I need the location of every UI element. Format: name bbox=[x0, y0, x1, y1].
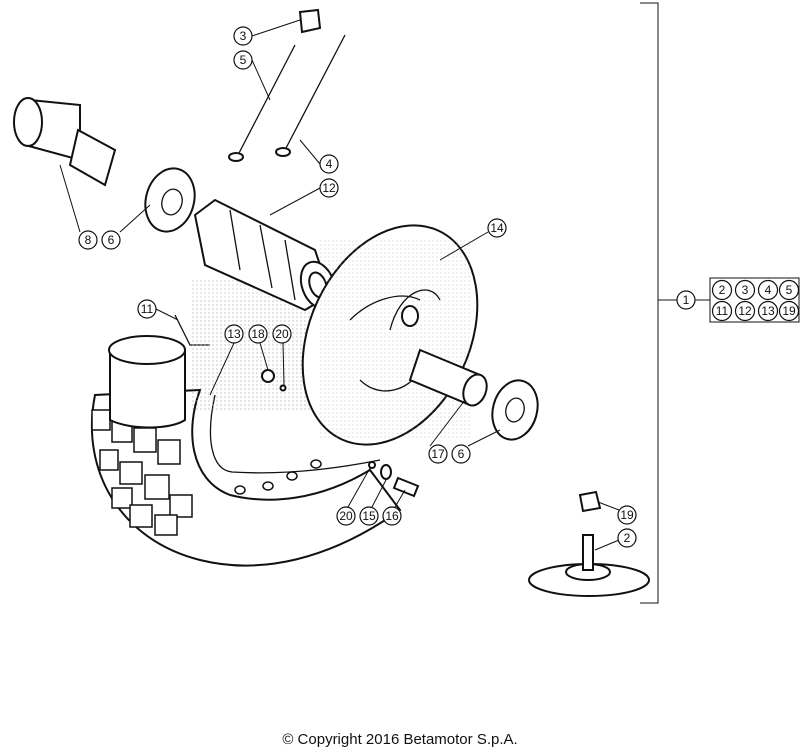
svg-text:16: 16 bbox=[385, 509, 399, 523]
callout-11[interactable]: 11 bbox=[137, 299, 157, 319]
svg-text:5: 5 bbox=[786, 283, 793, 297]
svg-text:12: 12 bbox=[738, 304, 752, 318]
small-parts bbox=[261, 369, 420, 498]
kit-item[interactable]: 4 bbox=[757, 279, 779, 301]
svg-text:11: 11 bbox=[141, 302, 154, 316]
svg-text:11: 11 bbox=[716, 304, 729, 318]
callout-18[interactable]: 18 bbox=[248, 324, 268, 344]
svg-text:17: 17 bbox=[431, 447, 445, 461]
svg-text:12: 12 bbox=[322, 181, 336, 195]
svg-text:13: 13 bbox=[227, 327, 241, 341]
kit-item[interactable]: 5 bbox=[778, 279, 800, 301]
svg-text:14: 14 bbox=[490, 221, 504, 235]
copyright-notice: © Copyright 2016 Betamotor S.p.A. bbox=[282, 731, 518, 748]
callout-12[interactable]: 12 bbox=[319, 178, 339, 198]
callout-6-left[interactable]: 6 bbox=[101, 230, 121, 250]
svg-text:15: 15 bbox=[362, 509, 376, 523]
svg-text:3: 3 bbox=[742, 283, 749, 297]
tire bbox=[90, 388, 402, 567]
spacer bbox=[408, 348, 488, 407]
callout-20-bottom[interactable]: 20 bbox=[336, 506, 356, 526]
svg-text:6: 6 bbox=[108, 233, 115, 247]
callout-13[interactable]: 13 bbox=[224, 324, 244, 344]
kit-item[interactable]: 12 bbox=[734, 300, 756, 322]
kit-item[interactable]: 11 bbox=[711, 300, 733, 322]
leader-lines bbox=[59, 19, 620, 551]
svg-text:8: 8 bbox=[85, 233, 92, 247]
callout-15[interactable]: 15 bbox=[359, 506, 379, 526]
svg-text:20: 20 bbox=[339, 509, 353, 523]
kit-item[interactable]: 19 bbox=[778, 300, 800, 322]
callout-4[interactable]: 4 bbox=[319, 154, 339, 174]
svg-text:1: 1 bbox=[683, 293, 690, 307]
callout-3[interactable]: 3 bbox=[233, 26, 253, 46]
svg-text:4: 4 bbox=[326, 157, 333, 171]
spokes bbox=[228, 8, 346, 162]
svg-text:5: 5 bbox=[240, 53, 247, 67]
svg-text:19: 19 bbox=[620, 508, 634, 522]
callout-1[interactable]: 1 bbox=[676, 290, 696, 310]
callout-5[interactable]: 5 bbox=[233, 50, 253, 70]
callout-16[interactable]: 16 bbox=[382, 506, 402, 526]
callout-8[interactable]: 8 bbox=[78, 230, 98, 250]
callout-17[interactable]: 17 bbox=[428, 444, 448, 464]
callout-20-top[interactable]: 20 bbox=[272, 324, 292, 344]
svg-text:18: 18 bbox=[251, 327, 265, 341]
bearing-tool bbox=[13, 97, 117, 187]
callout-19[interactable]: 19 bbox=[617, 505, 637, 525]
bearing-left bbox=[144, 167, 196, 233]
callout-2[interactable]: 2 bbox=[617, 528, 637, 548]
svg-text:6: 6 bbox=[458, 447, 465, 461]
brake-disc bbox=[301, 224, 479, 446]
callout-6-right[interactable]: 6 bbox=[451, 444, 471, 464]
kit-item[interactable]: 2 bbox=[711, 279, 733, 301]
svg-text:20: 20 bbox=[275, 327, 289, 341]
svg-text:2: 2 bbox=[719, 283, 726, 297]
kit-item[interactable]: 3 bbox=[734, 279, 756, 301]
svg-text:3: 3 bbox=[240, 29, 247, 43]
rim-lock bbox=[528, 490, 650, 597]
svg-text:4: 4 bbox=[765, 283, 772, 297]
bearing-right bbox=[491, 379, 539, 441]
svg-text:2: 2 bbox=[624, 531, 631, 545]
svg-text:13: 13 bbox=[761, 304, 775, 318]
svg-text:19: 19 bbox=[782, 304, 796, 318]
kit-item[interactable]: 13 bbox=[757, 300, 779, 322]
callout-14[interactable]: 14 bbox=[487, 218, 507, 238]
